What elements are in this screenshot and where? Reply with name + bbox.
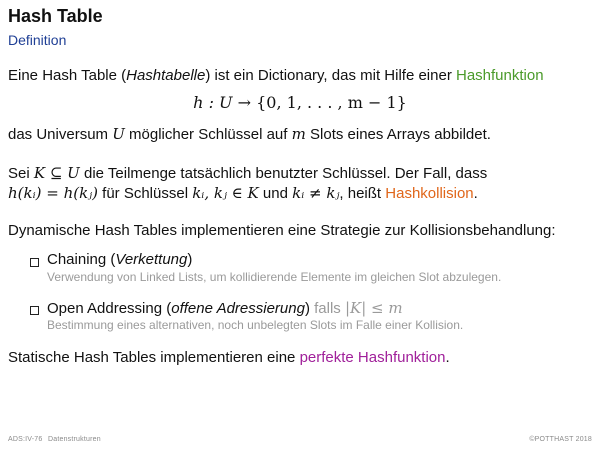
formula-arrow: →: [237, 93, 252, 112]
para2-text-b: möglicher Schlüssel auf: [124, 126, 292, 143]
footer-copyright: ©POTTHAST 2018: [529, 436, 592, 443]
bullet1-label-a: Chaining (: [47, 251, 116, 268]
para3-text-c: für Schlüssel: [98, 185, 193, 202]
paragraph-dynamic: Dynamische Hash Tables implementieren ei…: [8, 222, 556, 239]
hash-function-formula: h : U → {0, 1, . . . , m − 1}: [0, 93, 600, 112]
slide-title: Hash Table: [8, 6, 103, 26]
para1-text-a: Eine Hash Table (: [8, 67, 127, 84]
hashkollision-term: Hashkollision: [385, 185, 474, 202]
para3-text-d: und: [258, 185, 293, 202]
bullet2-label-b: ): [304, 300, 310, 317]
para3-text-a: Sei: [8, 165, 34, 182]
bullet-square-icon: [30, 258, 39, 267]
math-subset: K ⊆ U: [33, 164, 80, 182]
paragraph-definition: Eine Hash Table (Hashtabelle) ist ein Di…: [8, 66, 544, 86]
bullet1-italic: Verkettung: [115, 251, 188, 268]
para3-end: .: [473, 185, 478, 202]
math-keys-unequal: kᵢ ≠ kⱼ: [292, 184, 340, 202]
bullet-square-icon: [30, 306, 39, 315]
hashfunktion-term: Hashfunktion: [455, 67, 544, 84]
bullet2-italic: offene Adressierung: [171, 300, 305, 317]
bullet2-label-a: Open Addressing (: [47, 300, 172, 317]
para2-text-a: das Universum: [8, 126, 113, 143]
footer-topic: Datenstrukturen: [48, 436, 101, 443]
paragraph-universe: das Universum U möglicher Schlüssel auf …: [8, 124, 491, 145]
para5-text-a: Statische Hash Tables implementieren ein…: [8, 349, 300, 366]
bullet-open-addressing-description: Bestimmung eines alternativen, noch unbe…: [47, 318, 464, 332]
bullet2-condition-math: |K| ≤ m: [344, 299, 403, 317]
formula-rhs: {0, 1, . . . , m − 1}: [256, 93, 407, 112]
para5-end: .: [445, 349, 450, 366]
bullet-chaining-label: Chaining (Verkettung): [47, 251, 192, 268]
bullet1-label-b: ): [187, 251, 193, 268]
formula-lhs: h : U: [193, 93, 233, 112]
bullet-chaining-description: Verwendung von Linked Lists, um kollidie…: [47, 270, 502, 284]
footer-slide-id: ADS:IV-76: [8, 436, 43, 443]
para1-text-b: ) ist ein Dictionary, das mit Hilfe eine…: [205, 67, 456, 84]
var-U: U: [112, 125, 125, 143]
math-keys-in-K: kᵢ, kⱼ ∈ K: [192, 184, 259, 202]
bullet-open-addressing-label: Open Addressing (offene Adressierung) fa…: [47, 299, 403, 317]
para2-text-c: Slots eines Arrays abbildet.: [305, 126, 491, 143]
para3-text-e: , heißt: [339, 185, 386, 202]
bullet2-condition-prefix: falls: [309, 300, 345, 317]
perfekte-hashfunktion-term: perfekte Hashfunktion: [299, 349, 446, 366]
paragraph-static: Statische Hash Tables implementieren ein…: [8, 348, 450, 368]
slide-subtitle: Definition: [8, 32, 67, 48]
math-hash-equal: h(kᵢ) = h(kⱼ): [8, 184, 98, 202]
para1-italic: Hashtabelle: [126, 67, 206, 84]
para3-text-b: die Teilmenge tatsächlich benutzter Schl…: [79, 165, 488, 182]
var-m: m: [291, 125, 306, 143]
paragraph-collision-line1: Sei K ⊆ U die Teilmenge tatsächlich benu…: [8, 163, 487, 184]
paragraph-collision-line2: h(kᵢ) = h(kⱼ) für Schlüssel kᵢ, kⱼ ∈ K u…: [8, 183, 478, 204]
